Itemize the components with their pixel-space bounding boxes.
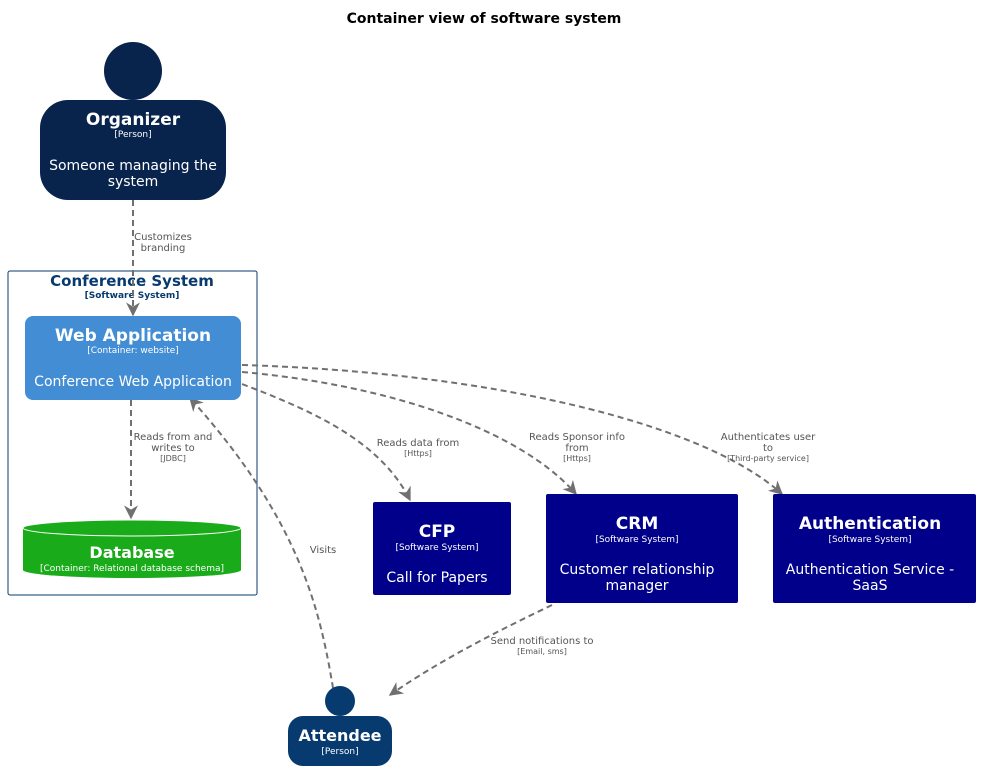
label-customizes-1: Customizes bbox=[134, 232, 192, 243]
database-name: Database bbox=[89, 543, 174, 562]
label-auth-user-tech: [Third-party service] bbox=[727, 454, 809, 463]
cfp-name: CFP bbox=[419, 522, 456, 542]
node-web-application[interactable]: Web Application [Container: website] Con… bbox=[25, 316, 241, 400]
organizer-name: Organizer bbox=[86, 110, 181, 130]
edge-visits bbox=[189, 396, 334, 689]
label-reads-db-1: Reads from and bbox=[134, 432, 213, 443]
crm-type: [Software System] bbox=[595, 535, 678, 545]
edge-notify bbox=[388, 604, 553, 696]
auth-desc-2: SaaS bbox=[853, 578, 888, 594]
node-crm[interactable]: CRM [Software System] Customer relations… bbox=[546, 494, 738, 603]
crm-desc-2: manager bbox=[606, 578, 669, 594]
edge-auth-user bbox=[241, 364, 784, 495]
crm-name: CRM bbox=[616, 514, 658, 534]
webapp-name: Web Application bbox=[55, 326, 211, 346]
label-reads-db-tech: [JDBC] bbox=[160, 454, 186, 463]
auth-type: [Software System] bbox=[828, 535, 911, 545]
cfp-type: [Software System] bbox=[395, 543, 478, 553]
label-reads-cfp-tech: [Https] bbox=[404, 449, 432, 458]
node-organizer[interactable]: Organizer [Person] Someone managing the … bbox=[40, 42, 226, 200]
auth-desc-1: Authentication Service - bbox=[786, 562, 954, 578]
edge-labels: Customizes branding Reads from and write… bbox=[134, 232, 817, 656]
label-auth-user-1: Authenticates user bbox=[721, 432, 816, 443]
label-notify-1: Send notifications to bbox=[490, 636, 593, 647]
node-authentication[interactable]: Authentication [Software System] Authent… bbox=[773, 494, 976, 603]
diagram-title: Container view of software system bbox=[347, 11, 622, 27]
organizer-desc-1: Someone managing the bbox=[49, 158, 217, 174]
organizer-head-icon bbox=[104, 42, 162, 100]
label-visits: Visits bbox=[310, 545, 337, 556]
webapp-type: [Container: website] bbox=[87, 346, 179, 356]
node-database[interactable]: Database [Container: Relational database… bbox=[22, 519, 242, 578]
label-reads-crm-tech: [Https] bbox=[563, 454, 591, 463]
organizer-type: [Person] bbox=[114, 130, 151, 140]
label-reads-db-2: writes to bbox=[151, 443, 195, 454]
database-type: [Container: Relational database schema] bbox=[40, 564, 224, 574]
label-reads-crm-1: Reads Sponsor info bbox=[529, 432, 625, 443]
label-reads-crm-2: from bbox=[565, 443, 588, 454]
edges bbox=[124, 200, 784, 696]
node-cfp[interactable]: CFP [Software System] Call for Papers bbox=[373, 502, 511, 595]
label-notify-tech: [Email, sms] bbox=[517, 647, 567, 656]
node-attendee[interactable]: Attendee [Person] bbox=[288, 686, 392, 766]
organizer-desc-2: system bbox=[108, 174, 159, 190]
cfp-desc: Call for Papers bbox=[386, 570, 487, 586]
label-reads-cfp-1: Reads data from bbox=[377, 438, 460, 449]
attendee-head-icon bbox=[325, 686, 355, 716]
webapp-desc: Conference Web Application bbox=[34, 374, 232, 390]
label-customizes-2: branding bbox=[141, 243, 186, 254]
edge-reads-cfp bbox=[241, 383, 411, 502]
attendee-type: [Person] bbox=[321, 747, 358, 757]
auth-name: Authentication bbox=[799, 514, 941, 534]
label-auth-user-2: to bbox=[763, 443, 773, 454]
edge-reads-crm bbox=[241, 371, 577, 496]
crm-desc-1: Customer relationship bbox=[560, 562, 715, 578]
attendee-name: Attendee bbox=[298, 726, 381, 745]
